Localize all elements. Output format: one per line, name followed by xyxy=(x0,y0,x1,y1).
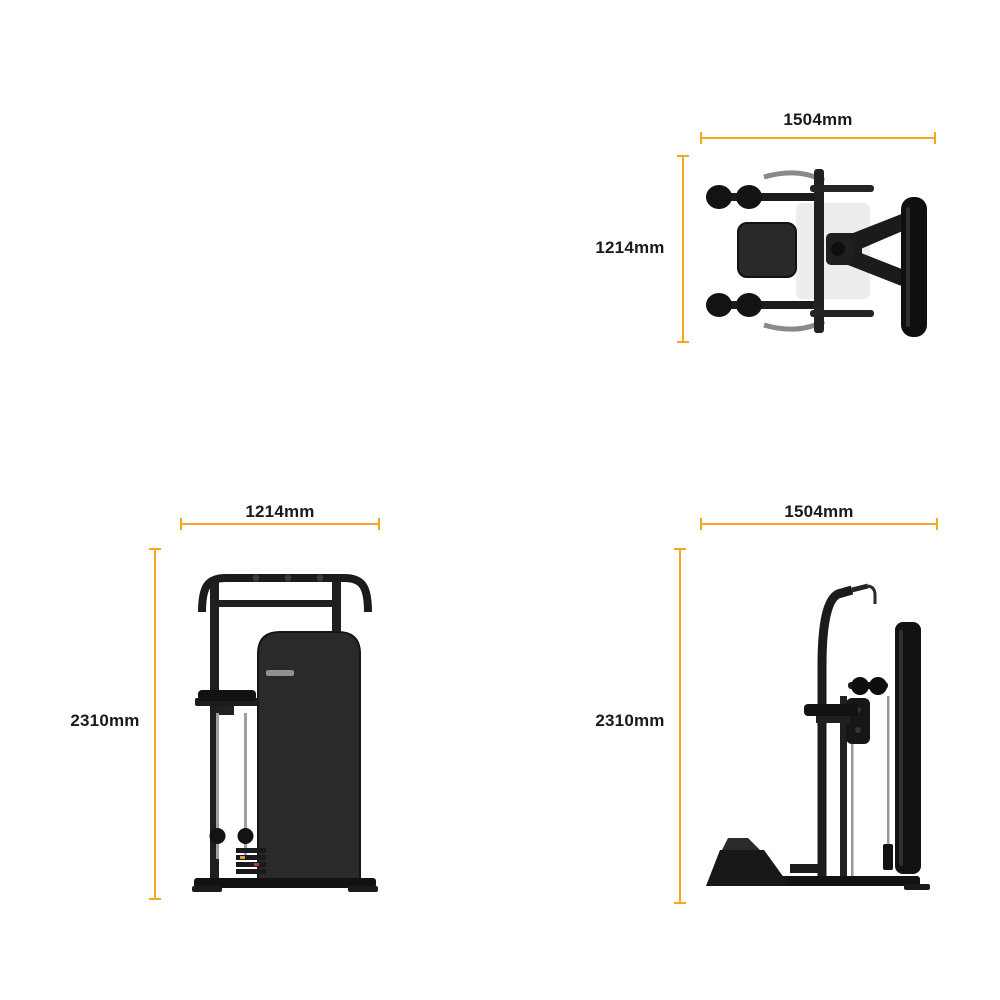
front-view-height-label: 2310mm xyxy=(70,711,140,730)
dimension-tick xyxy=(700,518,702,530)
side-view-width-dimension-line xyxy=(700,518,938,530)
dimension-tick xyxy=(934,132,936,144)
dimension-tick xyxy=(936,518,938,530)
side-view-group: 1504mm 2310mm xyxy=(500,480,1000,1000)
dimension-tick xyxy=(149,898,161,900)
top-view-depth-dimension-line xyxy=(677,155,689,343)
dimension-tick xyxy=(378,518,380,530)
top-view-group: 1504mm 1214mm xyxy=(0,0,1000,480)
side-view-height-dimension-line xyxy=(674,548,686,904)
front-view-width-dimension-line xyxy=(180,518,380,530)
top-view-width-dimension-line xyxy=(700,132,936,144)
side-view-height-label: 2310mm xyxy=(595,711,665,730)
dimension-tick xyxy=(674,548,686,550)
front-view-width-label: 1214mm xyxy=(245,502,315,521)
dimension-tick xyxy=(677,155,689,157)
front-view-group: 1214mm 2310mm xyxy=(0,480,500,1000)
dimension-tick xyxy=(180,518,182,530)
dimension-tick xyxy=(677,341,689,343)
front-view-height-dimension-line xyxy=(149,548,161,900)
dimension-tick xyxy=(674,902,686,904)
top-view-width-label: 1504mm xyxy=(783,110,853,129)
dimension-tick xyxy=(700,132,702,144)
machine-front-view-illustration xyxy=(192,574,378,892)
dimension-tick xyxy=(149,548,161,550)
side-view-width-label: 1504mm xyxy=(784,502,854,521)
top-view-depth-label: 1214mm xyxy=(595,238,665,257)
machine-top-view-illustration xyxy=(706,169,927,337)
machine-side-view-illustration xyxy=(706,583,930,890)
